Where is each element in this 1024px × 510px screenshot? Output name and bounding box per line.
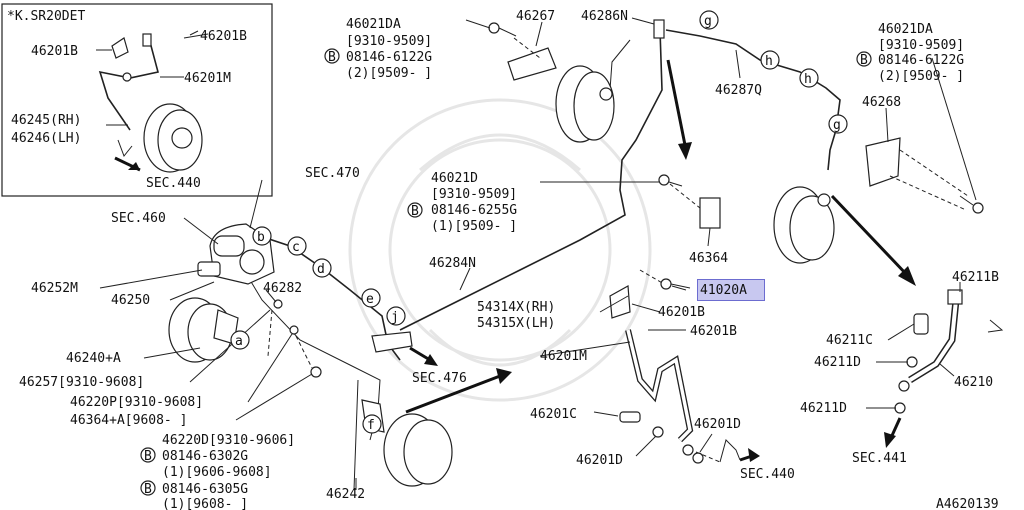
label-qty-4: (1)[9606-9608]	[162, 465, 272, 480]
label-41020A: 41020A	[700, 283, 747, 298]
label-qty-2: (2)[9509- ]	[878, 69, 964, 84]
label-46240A: 46240+A	[66, 351, 121, 366]
label-46201D-a: 46201D	[576, 453, 623, 468]
label-46287Q: 46287Q	[715, 83, 762, 98]
label-qty-1: (2)[9509- ]	[346, 66, 432, 81]
label-46021DA-2: 46021DA	[878, 22, 933, 37]
inset-labels: *K.SR20DET 46201B 46201B 46201M 46245(RH…	[7, 9, 247, 191]
label-46364: 46364	[689, 251, 728, 266]
callout-h-1: h	[765, 54, 773, 69]
inset-label-sec440: SEC.440	[146, 176, 201, 191]
dashed-leaders	[267, 37, 969, 463]
front-lh-brake	[168, 297, 239, 363]
label-46242: 46242	[326, 487, 365, 502]
bolt-markers: B B B B B	[140, 48, 872, 497]
bolt-marker-5: B	[144, 482, 152, 497]
label-46282: 46282	[263, 281, 302, 296]
inset-label-46201B-left: 46201B	[31, 44, 78, 59]
label-46201C: 46201C	[530, 407, 577, 422]
label-46211B: 46211B	[952, 270, 999, 285]
label-46210: 46210	[954, 375, 993, 390]
inset-parts	[96, 30, 209, 173]
bolts	[273, 22, 984, 378]
hose-46201M	[619, 329, 704, 464]
label-sec460: SEC.460	[111, 211, 166, 226]
callout-h-2: h	[804, 72, 812, 87]
leader-lines	[99, 17, 977, 490]
label-46211D-a: 46211D	[814, 355, 861, 370]
rear-lh-brake	[773, 186, 835, 264]
label-qty-5: (1)[9608- ]	[162, 497, 248, 510]
inset-label-46245: 46245(RH)	[11, 113, 81, 128]
callout-b: b	[257, 230, 265, 245]
callout-d: d	[317, 262, 325, 277]
label-46220D: 46220D[9310-9606]	[162, 433, 295, 448]
label-46021DA-1: 46021DA	[346, 17, 401, 32]
part-labels: 46021DA [9310-9509] 08146-6122G (2)[9509…	[19, 9, 999, 510]
bolt-marker-1: B	[328, 50, 336, 65]
label-46257: 46257[9310-9608]	[19, 375, 144, 390]
callout-e: e	[366, 292, 374, 307]
highlight-41020A	[697, 279, 765, 301]
callout-g-2: g	[833, 118, 841, 133]
brackets	[371, 19, 901, 353]
label-qty-3: (1)[9509- ]	[431, 219, 517, 234]
label-46211D-b: 46211D	[800, 401, 847, 416]
label-range-1: [9310-9509]	[346, 34, 432, 49]
inset-label-46246: 46246(LH)	[11, 131, 81, 146]
label-46211C: 46211C	[826, 333, 873, 348]
inset-label-46201B-right: 46201B	[200, 29, 247, 44]
label-sec440: SEC.440	[740, 467, 795, 482]
callout-j: j	[391, 310, 399, 325]
front-rh-brake	[361, 399, 453, 487]
diagram-id: A4620139	[936, 497, 999, 510]
label-range-3: [9310-9509]	[431, 187, 517, 202]
label-54315X: 54315X(LH)	[477, 316, 555, 331]
callout-g-1: g	[704, 14, 712, 29]
label-bolt-3: 08146-6255G	[431, 203, 517, 218]
label-46286N: 46286N	[581, 9, 628, 24]
label-46220P: 46220P[9310-9608]	[70, 395, 203, 410]
watermark-crest	[348, 98, 652, 402]
rear-rh-brake	[555, 65, 615, 143]
inset-frame	[1, 3, 273, 197]
label-bolt-4: 08146-6302G	[162, 449, 248, 464]
label-sec476: SEC.476	[412, 371, 467, 386]
label-46268: 46268	[862, 95, 901, 110]
label-bolt-2: 08146-6122G	[878, 53, 964, 68]
label-bolt-5: 08146-6305G	[162, 482, 248, 497]
label-46267: 46267	[516, 9, 555, 24]
label-46201B-b: 46201B	[690, 324, 737, 339]
label-54314X: 54314X(RH)	[477, 300, 555, 315]
label-46201D-b: 46201D	[694, 417, 741, 432]
inset-label-46201M: 46201M	[184, 71, 231, 86]
bolt-marker-3: B	[411, 204, 419, 219]
label-46250: 46250	[111, 293, 150, 308]
hose-46210	[894, 289, 1004, 414]
bolt-marker-4: B	[144, 449, 152, 464]
inset-title: *K.SR20DET	[7, 9, 85, 24]
bolt-marker-2: B	[860, 53, 868, 68]
label-46284N: 46284N	[429, 256, 476, 271]
label-46364A: 46364+A[9608- ]	[70, 413, 187, 428]
callout-a: a	[235, 334, 243, 349]
flow-arrows	[405, 59, 916, 463]
label-46201M: 46201M	[540, 349, 587, 364]
label-46021D: 46021D	[431, 171, 478, 186]
label-bolt-1: 08146-6122G	[346, 50, 432, 65]
callout-c: c	[292, 240, 300, 255]
label-sec470: SEC.470	[305, 166, 360, 181]
label-46252M: 46252M	[31, 281, 78, 296]
label-sec441: SEC.441	[852, 451, 907, 466]
label-46201B-a: 46201B	[658, 305, 705, 320]
callout-f: f	[367, 418, 375, 433]
label-range-2: [9310-9509]	[878, 38, 964, 53]
connector-callouts: g h h g b c d e j a f	[230, 10, 848, 434]
